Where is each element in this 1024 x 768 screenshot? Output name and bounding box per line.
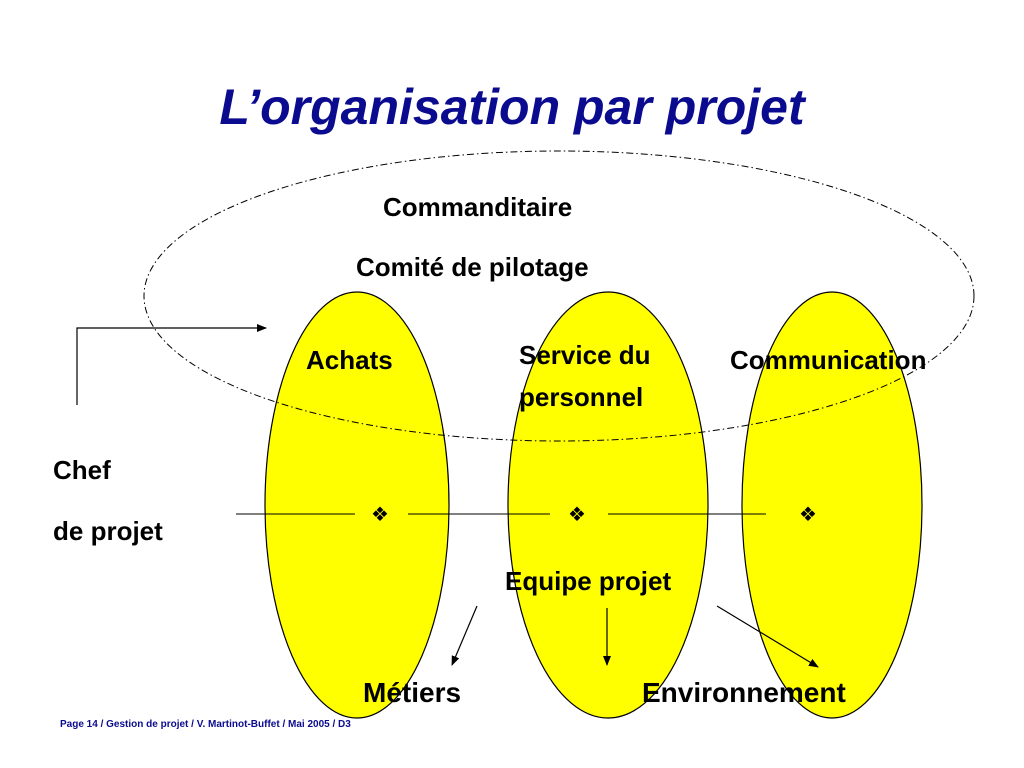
steering-boundary [143,150,975,442]
slide-title: L’organisation par projet [219,79,805,135]
ellipse-communication [741,291,923,719]
metiers-label: Métiers [363,677,462,708]
team-member-bullet-2: ❖ [568,504,586,526]
team-member-bullet-3: ❖ [799,504,817,526]
communication-label: Communication [730,345,927,375]
ellipse-service-personnel [507,291,709,719]
ellipse-achats [264,291,450,719]
chef-label: Chef [53,455,111,485]
slide-footer: Page 14 / Gestion de projet / V. Martino… [60,719,351,730]
team-member-bullet-1: ❖ [371,504,389,526]
environnement-label: Environnement [642,677,846,708]
arrow-to-metiers [451,605,478,666]
comite-pilotage-label: Comité de pilotage [356,252,589,282]
commanditaire-label: Commanditaire [383,192,573,222]
service-personnel-label-line2: personnel [519,382,644,412]
service-personnel-label-line1: Service du [519,340,651,370]
chef-to-steering-connector [76,324,267,405]
achats-label: Achats [306,345,393,375]
equipe-projet-label: Equipe projet [505,566,672,596]
arrow-to-environnement [716,605,819,668]
de-projet-label: de projet [53,516,163,546]
